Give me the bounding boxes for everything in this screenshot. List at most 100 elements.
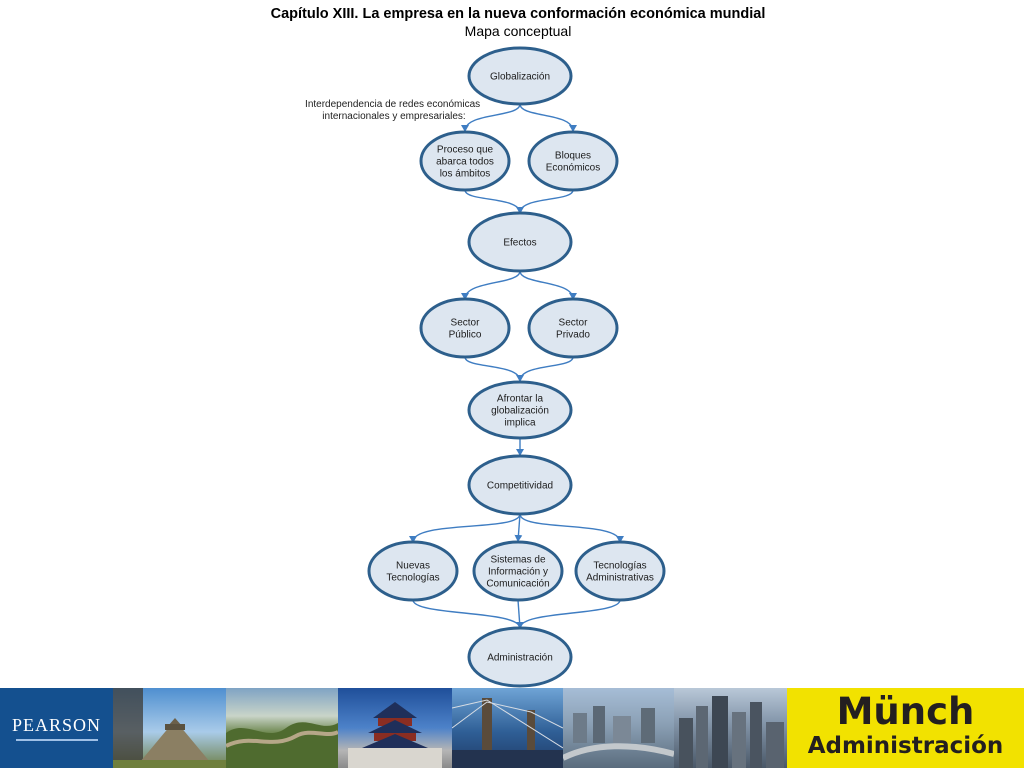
node-shape (419, 130, 511, 192)
node-label-line: implica (504, 418, 536, 429)
node-label: Efectos (503, 238, 536, 249)
node-label-line: Proceso que (437, 145, 494, 156)
page-title: Capítulo XIII. La empresa en la nueva co… (270, 6, 766, 22)
node-label-line: Afrontar la (497, 394, 544, 405)
logo-underline (16, 739, 98, 741)
edge-sistemas-administracion (517, 599, 521, 629)
node-label-line: Sector (451, 318, 481, 329)
node-efectos: Efectos (467, 211, 573, 273)
node-competitividad: Competitividad (467, 454, 573, 516)
node-shape (467, 626, 573, 688)
book-brand: Münch Administración (787, 688, 1024, 768)
edge-efectos-publico (461, 270, 521, 300)
node-label-line: Nuevas (396, 561, 430, 572)
annotation-line: Interdependencia de redes económicas (305, 99, 480, 110)
node-label-line: Tecnologías (386, 573, 439, 584)
edge-nuevas-administracion (412, 599, 524, 629)
node-label-line: Globalización (490, 72, 550, 83)
photo-pyramid (113, 688, 226, 768)
node-label-line: Sistemas de (490, 555, 545, 566)
node-label-line: Bloques (555, 151, 591, 162)
author-name: Münch (836, 690, 975, 733)
edge-competitividad-sistemas (514, 513, 523, 542)
node-shape (574, 540, 666, 602)
publisher-name: PEARSON (11, 715, 102, 735)
node-label-line: abarca todos (436, 157, 494, 168)
node-shape (467, 380, 573, 440)
node-label: Globalización (490, 72, 550, 83)
node-label-line: Comunicación (486, 579, 549, 590)
node-shape (367, 540, 459, 602)
node-shape (467, 454, 573, 516)
node-label-line: Efectos (503, 238, 536, 249)
edge-competitividad-tecadmin (519, 513, 624, 543)
concept-map: Interdependencia de redes económicas int… (305, 46, 666, 688)
node-label: Competitividad (487, 481, 553, 492)
footer-banner: PEARSON (0, 688, 1024, 768)
skyline-image (679, 696, 784, 768)
temple-image (348, 702, 442, 768)
node-label: Administración (487, 653, 553, 664)
node-globalizacion: Globalización (467, 46, 573, 106)
node-label-line: Público (449, 330, 482, 341)
node-label-line: Económicos (546, 163, 600, 174)
node-label-line: Sector (559, 318, 589, 329)
edges (409, 103, 624, 629)
photo-temple-of-heaven (338, 688, 452, 768)
node-label-line: Competitividad (487, 481, 553, 492)
photo-bridge (452, 688, 563, 768)
edge-efectos-privado (519, 270, 577, 300)
edge-bloques-efectos (519, 189, 574, 214)
edge-globalizacion-proceso (461, 103, 521, 132)
pearson-logo: PEARSON (0, 688, 113, 768)
node-label-line: Administración (487, 653, 553, 664)
edge-publico-afrontar (464, 356, 524, 382)
great-wall-image (226, 722, 338, 768)
annotation-line: internacionales y empresariales: (322, 111, 465, 122)
node-label-line: Privado (556, 330, 590, 341)
node-label-line: Información y (488, 567, 548, 578)
page-subtitle: Mapa conceptual (464, 23, 572, 39)
edge-privado-afrontar (519, 356, 574, 382)
node-shape (467, 211, 573, 273)
bridge-image (452, 698, 563, 768)
book-title: Administración (807, 733, 1004, 759)
city-image (563, 706, 674, 761)
node-label-line: los ámbitos (440, 169, 491, 180)
annotation-text: Interdependencia de redes económicas int… (305, 99, 483, 122)
node-shape (527, 130, 619, 192)
photo-skyline (674, 688, 787, 768)
node-label-line: Tecnologías (593, 561, 646, 572)
node-shape (527, 297, 619, 359)
node-administracion: Administración (467, 626, 573, 688)
node-label-line: Administrativas (586, 573, 654, 584)
node-shape (419, 297, 511, 359)
edge-competitividad-nuevas (409, 513, 521, 543)
edge-globalizacion-bloques (519, 103, 577, 132)
node-label-line: globalización (491, 406, 549, 417)
photo-city-highway (563, 688, 674, 768)
edge-tecadmin-administracion (519, 599, 621, 629)
photo-great-wall (226, 688, 338, 768)
node-shape (472, 540, 564, 602)
node-shape (467, 46, 573, 106)
edge-proceso-efectos (464, 189, 524, 214)
pyramid-image (113, 688, 226, 768)
